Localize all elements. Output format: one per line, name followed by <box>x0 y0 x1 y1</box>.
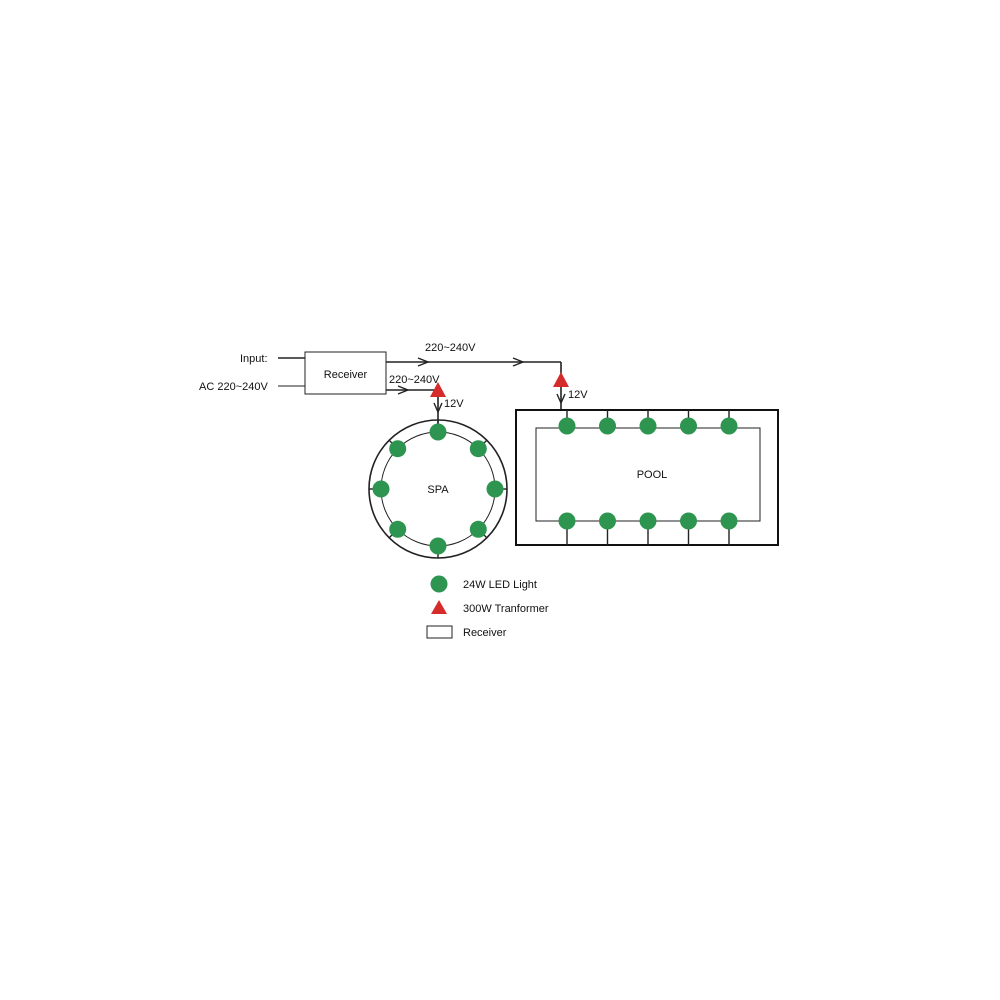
legend: 24W LED Light 300W Tranformer Receiver <box>426 575 549 639</box>
receiver-box <box>304 351 387 395</box>
pool-led-light-top <box>639 417 657 435</box>
spa-led-light <box>389 440 407 458</box>
legend-led-icon <box>430 575 448 593</box>
spa-led-light <box>429 537 447 555</box>
spa-12v-label: 12V <box>444 398 464 410</box>
legend-receiver-label: Receiver <box>463 627 507 639</box>
spa-12v-arrow <box>433 402 443 414</box>
legend-led-label: 24W LED Light <box>463 579 537 591</box>
spa-led-light <box>389 520 407 538</box>
pool-outer-frame <box>515 409 779 546</box>
spa-transformer-triangle <box>430 382 446 397</box>
pool-lights <box>558 417 738 530</box>
pool-label: POOL <box>637 469 668 481</box>
spa-led-light <box>469 520 487 538</box>
spa-led-light <box>372 480 390 498</box>
pool-feed-arrow-2 <box>512 357 525 367</box>
spa-label: SPA <box>427 484 449 496</box>
pool-transformer-triangle <box>553 372 569 387</box>
pool-led-light-bottom <box>720 512 738 530</box>
pool-voltage-label: 220~240V <box>425 342 476 354</box>
pool-12v-arrow <box>556 393 566 405</box>
pool-led-light-bottom <box>599 512 616 530</box>
receiver-label: Receiver <box>324 369 368 381</box>
pool-12v-label: 12V <box>568 389 588 401</box>
spa-feed-arrow <box>397 385 410 395</box>
pool-led-light-top <box>680 417 697 435</box>
pool-led-light-top <box>558 417 576 435</box>
input-label: Input: <box>240 353 268 365</box>
spa-lights <box>372 423 504 555</box>
legend-transformer-label: 300W Tranformer <box>463 603 549 615</box>
spa-led-light <box>429 423 447 441</box>
pool-led-light-bottom <box>558 512 576 530</box>
legend-receiver-icon <box>426 625 453 639</box>
legend-transformer-icon <box>431 600 447 614</box>
pool-led-light-bottom <box>680 512 697 530</box>
pool-led-light-top <box>599 417 616 435</box>
pool-feed-arrow-1 <box>417 357 430 367</box>
spa-voltage-label: 220~240V <box>389 374 440 386</box>
pool-led-light-bottom <box>639 512 657 530</box>
pool-led-light-top <box>720 417 738 435</box>
ac-voltage-label: AC 220~240V <box>199 381 268 393</box>
spa-led-light <box>486 480 504 498</box>
spa-led-light <box>469 440 487 458</box>
